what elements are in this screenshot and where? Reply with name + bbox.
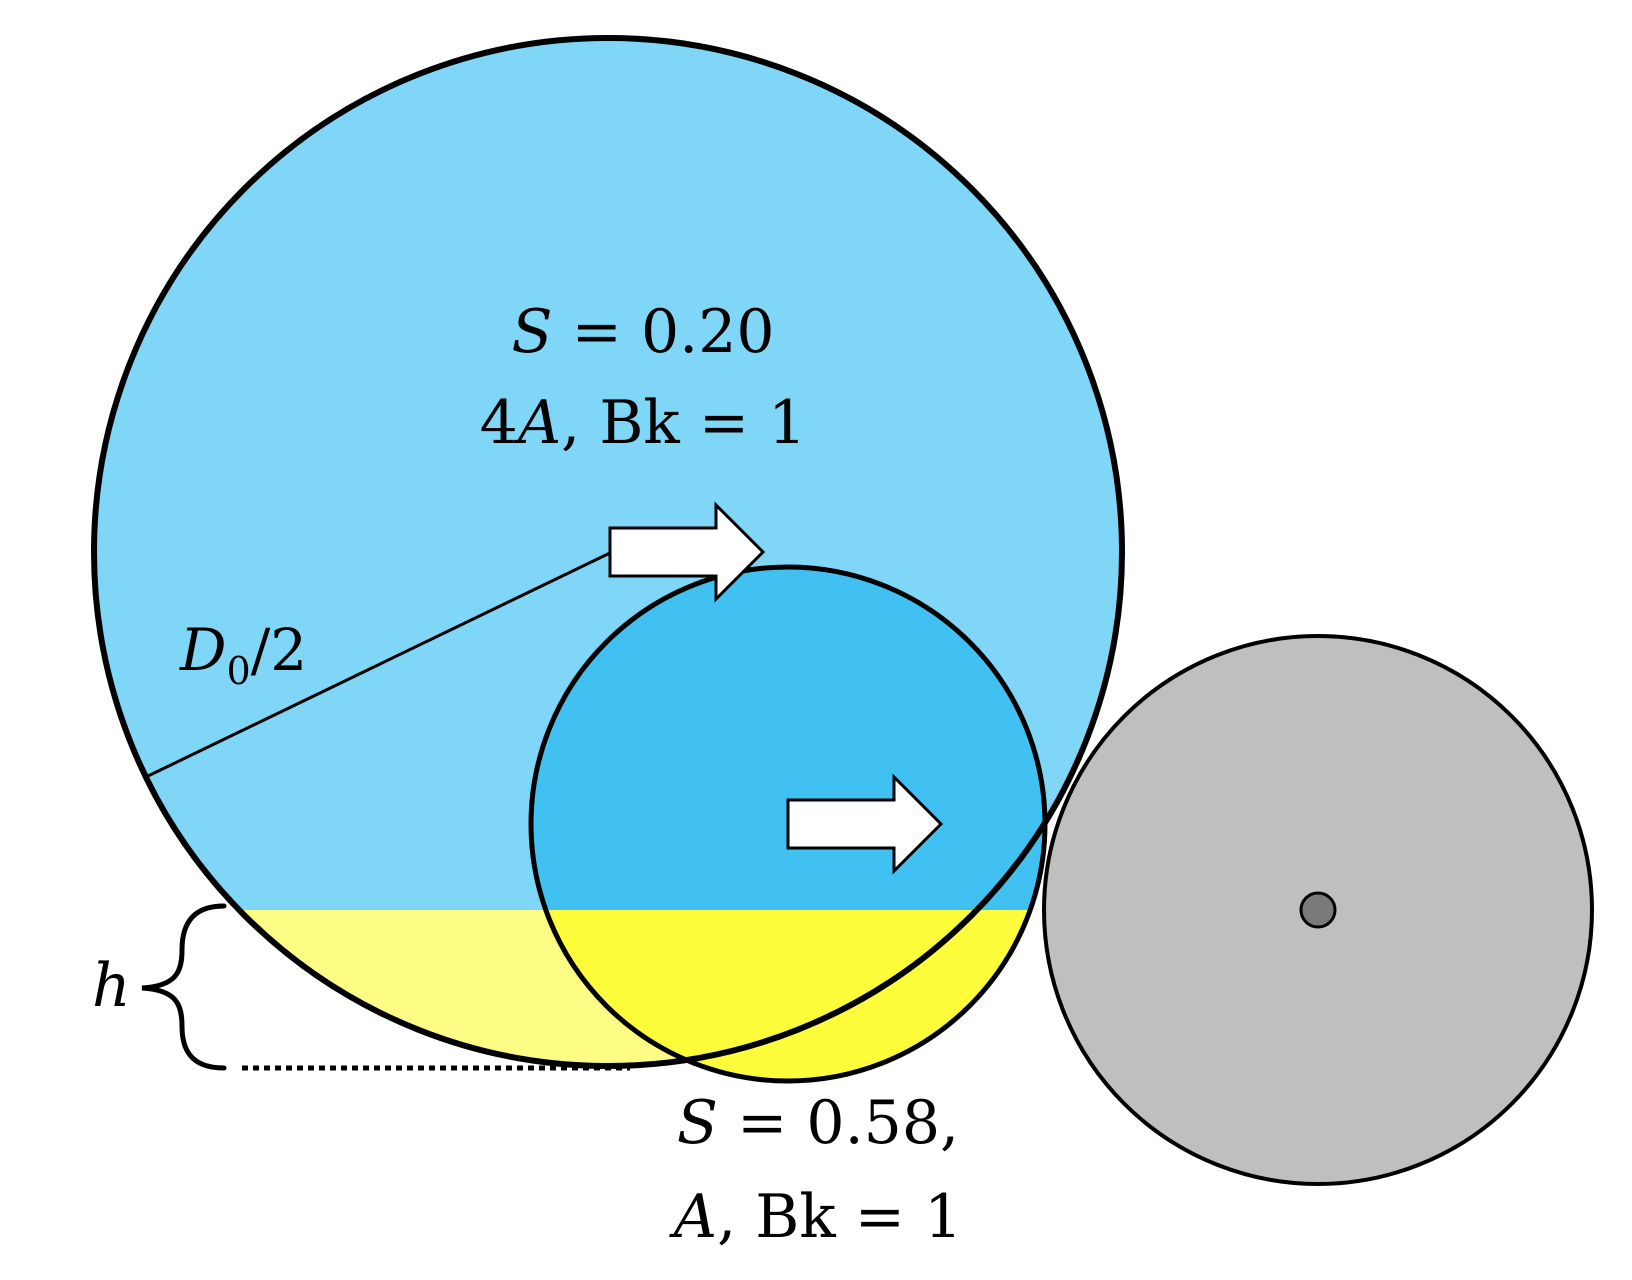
large-drop-velocity-arrow [608,501,766,603]
collector-center-dot [1299,891,1337,929]
small-drop-outline [528,564,1048,1084]
small-drop-label-line2: A, Bk = 1 [669,1182,963,1252]
radius-line [147,550,613,778]
height-label: h [92,951,131,1021]
small-drop-label-line1: S = 0.58, [677,1088,959,1158]
height-brace [141,903,227,1071]
large-drop-label-line1: S = 0.20 [511,297,774,367]
small-drop-velocity-arrow [786,773,944,875]
large-drop-label-line2: 4A, Bk = 1 [480,388,807,458]
radius-label: D0/2 [179,616,307,693]
